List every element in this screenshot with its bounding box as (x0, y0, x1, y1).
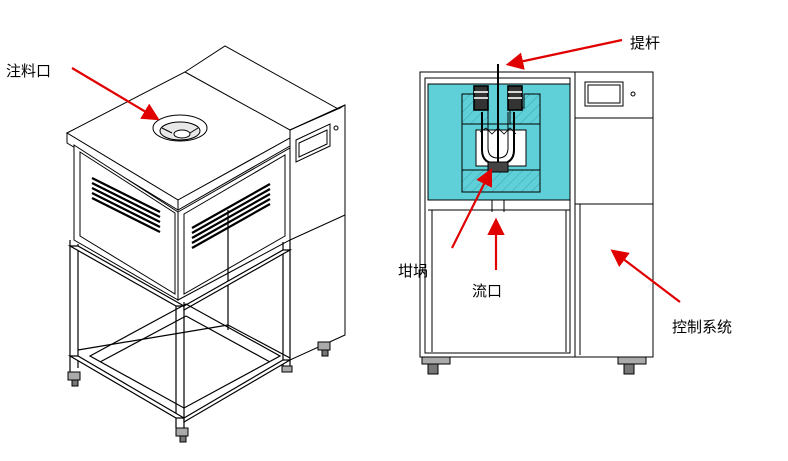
control-cabinet (574, 71, 654, 358)
label-outlet: 流口 (472, 282, 502, 300)
isometric-machine-view (65, 45, 346, 443)
callout-arrows (71, 38, 681, 303)
fill-port (152, 114, 208, 142)
control-tower (289, 104, 346, 361)
arrow-control-system (610, 249, 681, 303)
section-feet (421, 356, 647, 375)
vent-slots-front (91, 177, 161, 233)
arrow-fill-port (71, 67, 160, 121)
label-crucible: 坩埚 (398, 262, 428, 280)
outlet-nozzle (487, 161, 509, 173)
vent-slots-side (191, 183, 271, 249)
support-frame (67, 210, 293, 428)
heater-coils (473, 85, 523, 111)
arrow-lift-rod (505, 38, 623, 70)
label-lift-rod: 提杆 (630, 34, 660, 52)
label-control-system: 控制系统 (672, 318, 732, 336)
arrow-crucible (451, 168, 492, 249)
label-fill-port: 注料口 (6, 62, 51, 80)
feet (67, 341, 331, 443)
cross-section-view (419, 64, 654, 375)
